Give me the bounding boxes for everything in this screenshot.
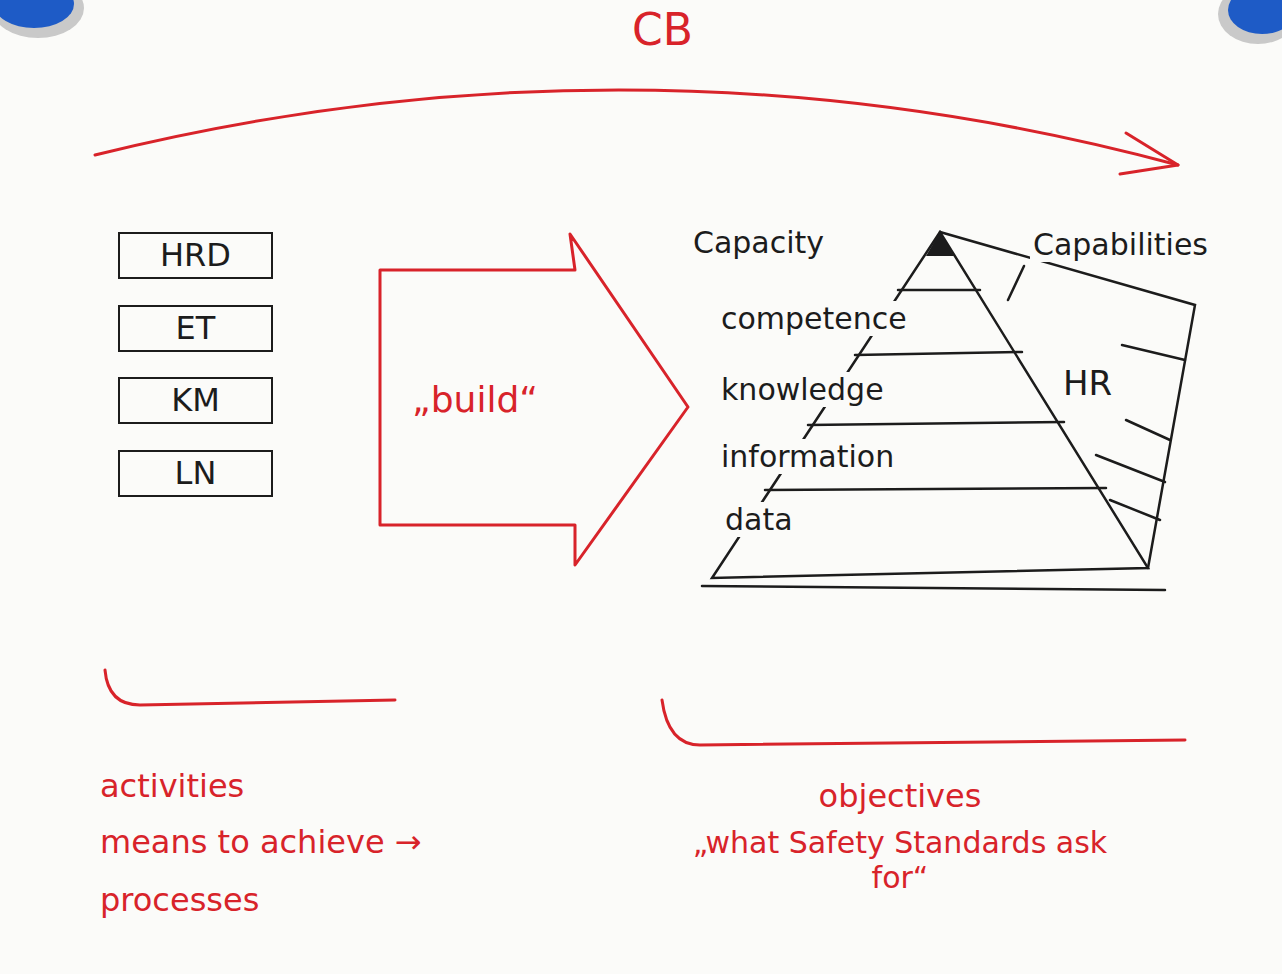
magnet <box>0 0 74 28</box>
node-text: LN <box>175 454 217 492</box>
board-title: CB <box>632 8 693 52</box>
pyramid-label: competence <box>718 302 910 337</box>
block-arrow: „build“ <box>375 232 690 567</box>
label-text: „what Safety Standards ask for“ <box>693 825 1107 895</box>
node-text: ET <box>176 309 216 347</box>
apex-hatch <box>926 232 954 256</box>
label-text: Capabilities <box>1030 227 1211 262</box>
pyramid-label: Capabilities <box>1030 228 1211 263</box>
pyramid-label: Capacity <box>690 226 827 261</box>
hatch-line <box>1122 345 1185 360</box>
label-text: activities <box>100 767 244 805</box>
title-text: CB <box>632 4 693 55</box>
node-text: KM <box>171 381 220 419</box>
pyramid-front <box>712 232 1148 578</box>
block-arrow-shape <box>380 234 688 565</box>
pyramid-label: information <box>718 440 897 475</box>
node-text: HRD <box>160 236 231 274</box>
bracket <box>662 700 1185 745</box>
note-text: means to achieve → <box>100 824 422 861</box>
layer-line <box>808 422 1064 425</box>
label-text: HR <box>1060 363 1115 403</box>
pyramid <box>702 232 1195 590</box>
hatch-line <box>1110 500 1160 520</box>
bracket <box>105 670 395 705</box>
label-text: knowledge <box>718 372 887 407</box>
label-text: data <box>722 502 796 537</box>
activity-box: HRD <box>118 232 273 279</box>
label-text: competence <box>718 301 910 336</box>
activity-box: LN <box>118 450 273 497</box>
label-text: means to achieve → <box>100 823 422 861</box>
label-text: Capacity <box>690 225 827 260</box>
layer-line <box>765 488 1106 490</box>
label-text: information <box>718 439 897 474</box>
pyramid-label: data <box>722 503 796 538</box>
pyramid-label: knowledge <box>718 373 887 408</box>
activity-box: KM <box>118 377 273 424</box>
magnet <box>1228 0 1282 34</box>
magnet-shadow <box>1218 0 1282 44</box>
span-arrow-head <box>1120 133 1178 174</box>
layer-line <box>898 289 980 292</box>
note-text: objectives <box>690 778 1110 815</box>
leader-line <box>1008 266 1024 300</box>
magnet-shadow <box>0 0 84 38</box>
hatch-line <box>1096 455 1165 482</box>
hatch-line <box>1126 420 1170 440</box>
layer-line <box>855 352 1022 355</box>
pyramid-label: HR <box>1060 364 1115 403</box>
span-arrow <box>95 90 1178 165</box>
note-text: processes <box>100 882 259 919</box>
label-text: processes <box>100 881 259 919</box>
note-text: activities <box>100 768 244 805</box>
activity-box: ET <box>118 305 273 352</box>
pyramid-base <box>702 586 1165 590</box>
pyramid-side <box>940 232 1195 568</box>
node-text: „build“ <box>412 380 538 420</box>
note-text: „what Safety Standards ask for“ <box>690 826 1110 895</box>
label-text: objectives <box>819 777 982 815</box>
